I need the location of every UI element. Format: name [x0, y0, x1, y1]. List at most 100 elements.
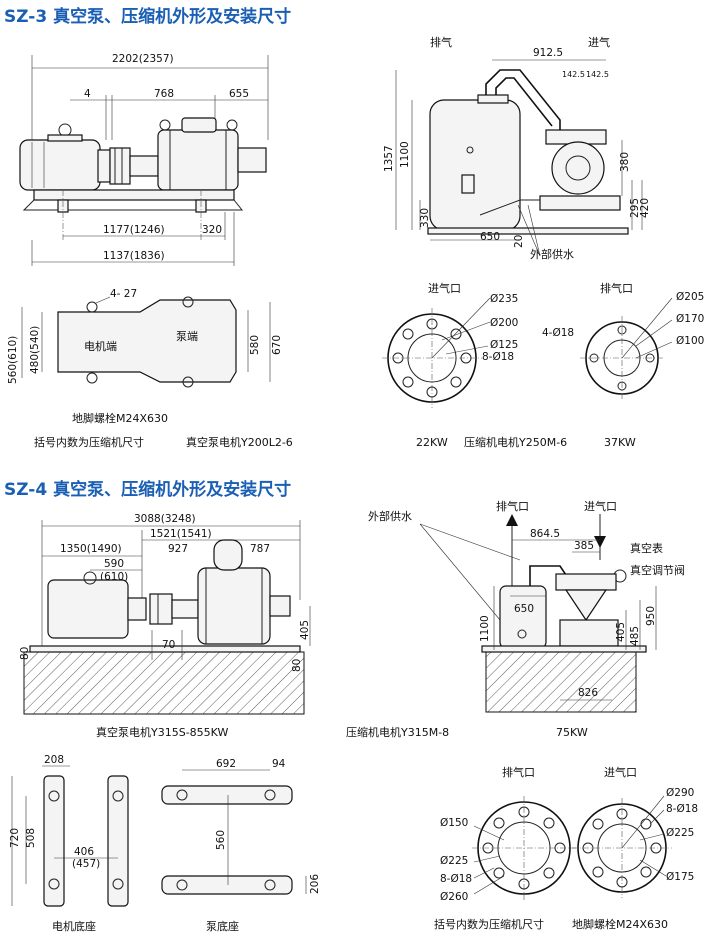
sz4-title: SZ-4 真空泵、压缩机外形及安装尺寸	[4, 480, 292, 500]
sz4-d150: Ø150	[440, 817, 468, 829]
sz4-d225: Ø225	[440, 855, 468, 867]
sz3-dim-330: 330	[419, 208, 431, 228]
sz4-dim-950: 950	[645, 606, 657, 626]
sz4-compressor-view: 外部供水 排气口 进气口 864.5 385 真空表 真空调节阀 650 110…	[368, 499, 685, 713]
sz4-dim-650: 650	[514, 603, 534, 615]
sz4-d175: Ø175	[666, 871, 694, 883]
sz3-d170: Ø170	[676, 313, 704, 325]
sz4-dim-405: 405	[299, 620, 311, 640]
sz3-pump-end: 泵端	[176, 330, 198, 343]
sz3-kw22: 22KW	[416, 436, 448, 449]
sz3-compressor-view: 排气 进气 912.5 142.5 142.5 1357 1100 330 38…	[383, 35, 651, 261]
sz3-exhaust-flange	[580, 297, 673, 400]
sz4-dim-1100: 1100	[479, 615, 491, 642]
sz3-dim-560: 560(610)	[7, 336, 19, 384]
sz4-exhaust-port: 排气口	[496, 499, 529, 513]
sz4-dim-1521: 1521(1541)	[150, 528, 212, 540]
sz4-intake-flange	[572, 795, 672, 898]
sz4-dim-385: 385	[574, 540, 594, 552]
sz4-bracket-note: 括号内数为压缩机尺寸	[434, 917, 544, 931]
sz4-dim-560: 560	[215, 830, 227, 850]
sz4-d8-18b: 8-Ø18	[666, 803, 698, 815]
sz3-flanges: 进气口 排气口 Ø235 Ø200 Ø125 8-Ø18	[382, 281, 704, 408]
sz3-intake-flange	[382, 297, 491, 408]
sz4-dim-406: 406	[74, 846, 94, 858]
sz4-motor-base-label: 电机底座	[52, 919, 96, 933]
sz3-ext-water: 外部供水	[530, 247, 574, 261]
sz4-comp-motor: 压缩机电机Y315M-8	[346, 725, 449, 739]
sz3-dim-480: 480(540)	[29, 326, 41, 374]
sz4-dim-208: 208	[44, 754, 64, 766]
sz3-kw37: 37KW	[604, 436, 636, 449]
sz4-flange-intake: 进气口	[604, 765, 637, 779]
sz3-exhaust-port: 排气口	[600, 281, 633, 295]
sz3-dim-320: 320	[202, 224, 222, 236]
sz3-d235: Ø235	[490, 293, 518, 305]
sz4-side-view: 3088(3248) 1521(1541) 1350(1490) 927 787…	[19, 513, 311, 715]
sz3-dim-420: 420	[639, 198, 651, 218]
sz4-dim-508: 508	[25, 828, 37, 848]
sz4-dim-692: 692	[216, 758, 236, 770]
sz4-dim-80a: 80	[19, 647, 31, 660]
sz3-motor-end: 电机端	[84, 339, 117, 353]
sz3-intake: 进气	[588, 35, 610, 49]
sz3-dim-670: 670	[271, 335, 283, 355]
sz3-dim-1137: 1137(1836)	[103, 250, 165, 262]
sz4-exhaust-flange	[472, 796, 576, 900]
sz3-dim-1100: 1100	[399, 141, 411, 168]
sz3-d205: Ø205	[676, 291, 704, 303]
sz3-dim-1357: 1357	[383, 145, 395, 172]
sz3-d100: Ø100	[676, 335, 704, 347]
sz3-dim-295: 295	[629, 198, 641, 218]
sz4-dim-864: 864.5	[530, 528, 560, 540]
sz4-anchor: 地脚螺栓M24X630	[572, 917, 668, 931]
sz4-ext-water: 外部供水	[368, 509, 412, 523]
sz4-kw75: 75KW	[556, 726, 588, 739]
sz3-bracket-note: 括号内数为压缩机尺寸	[34, 435, 144, 449]
sz4-dim-787: 787	[250, 543, 270, 555]
sz3-d8-18: 8-Ø18	[482, 351, 514, 363]
sz4-dim-457: (457)	[72, 858, 100, 870]
sz3-d4-18: 4-Ø18	[542, 327, 574, 339]
sz4-flanges: 排气口 进气口 Ø150 Ø225 8-Ø18 Ø260	[440, 765, 698, 903]
sz3-title: SZ-3 真空泵、压缩机外形及安装尺寸	[4, 7, 292, 27]
sz3-comp-motor: 压缩机电机Y250M-6	[464, 435, 567, 449]
sz4-dim-3088: 3088(3248)	[134, 513, 196, 525]
sz3-bolt-holes: 4- 27	[110, 288, 137, 300]
sz4-flange-exhaust: 排气口	[502, 765, 535, 779]
sz3-intake-port: 进气口	[428, 281, 461, 295]
sz4-vac-gauge: 真空表	[630, 541, 663, 555]
sz4-dim-94: 94	[272, 758, 286, 770]
sz4-dim-405: 405	[615, 622, 627, 642]
sz3-dim-650: 650	[480, 231, 500, 243]
sz4-pump-base: 692 94 560 206 泵底座	[161, 758, 321, 933]
sz3-d125: Ø125	[490, 339, 518, 351]
sz3-dim-912: 912.5	[533, 47, 563, 59]
sz4-dim-1350: 1350(1490)	[60, 543, 122, 555]
sz4-motor-base: 208 720 508 406 (457) 电机底座	[9, 754, 129, 933]
sz3-dim-4: 4	[84, 88, 91, 100]
sz4-pump-motor: 真空泵电机Y315S-855KW	[96, 725, 228, 739]
sz4-dim-720: 720	[9, 828, 21, 848]
sz3-pump-motor: 真空泵电机Y200L2-6	[186, 435, 293, 449]
sz4-intake-port: 进气口	[584, 499, 617, 513]
sz3-dim-768: 768	[154, 88, 174, 100]
sz4-d8-18: 8-Ø18	[440, 873, 472, 885]
sz4-d260: Ø260	[440, 891, 468, 903]
sz4-dim-590: 590	[104, 558, 124, 570]
sz4-dim-927: 927	[168, 543, 188, 555]
sz4-dim-826: 826	[578, 687, 598, 699]
sz4-pump-base-label: 泵底座	[206, 919, 239, 933]
sz3-d200: Ø200	[490, 317, 518, 329]
sz3-dim-total: 2202(2357)	[112, 53, 174, 65]
sz4-dim-206: 206	[309, 874, 321, 894]
sz3-exhaust: 排气	[430, 35, 452, 49]
sz3-side-view: 2202(2357) 4 768 655	[19, 53, 269, 266]
sz3-dim-20: 20	[513, 235, 525, 248]
sz4-dim-70: 70	[162, 639, 175, 651]
sz3-dim-1177: 1177(1246)	[103, 224, 165, 236]
sz3-dim-580: 580	[249, 335, 261, 355]
sz4-d290: Ø290	[666, 787, 694, 799]
sz4-d225b: Ø225	[666, 827, 694, 839]
sz4-vac-valve: 真空调节阀	[630, 563, 685, 577]
